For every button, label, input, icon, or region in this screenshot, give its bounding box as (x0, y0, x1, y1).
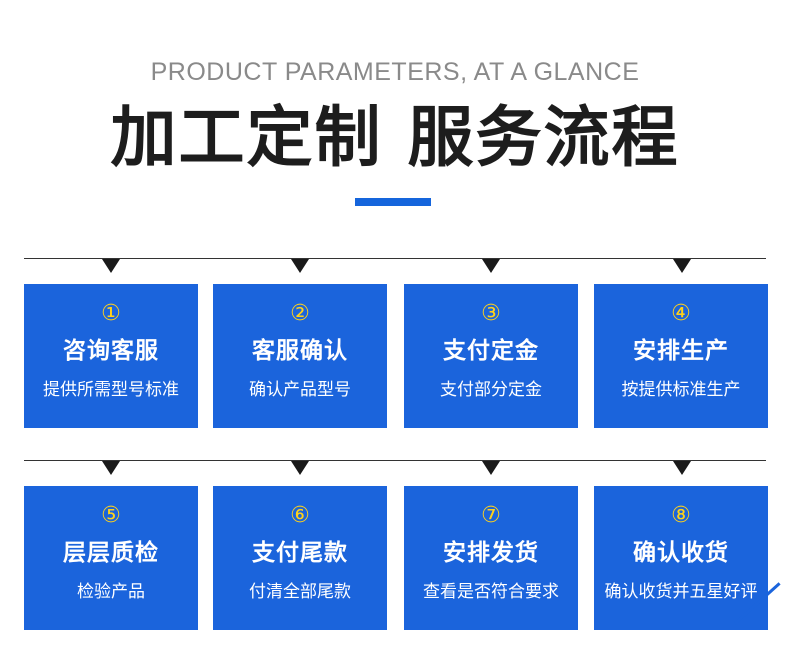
header-subtitle: PRODUCT PARAMETERS, AT A GLANCE (150, 58, 640, 86)
step-description: 确认收货并五星好评 (604, 582, 758, 602)
step-card-3: ③ 支付定金 支付部分定金 (404, 284, 578, 428)
step-title: 层层质检 (63, 540, 159, 566)
step-card-1: ① 咨询客服 提供所需型号标准 (24, 284, 198, 428)
arrow-down-icon (291, 461, 309, 475)
step-number: ① (101, 301, 121, 326)
step-title: 安排发货 (443, 540, 539, 566)
step-title: 支付定金 (443, 338, 539, 364)
title-underline (355, 198, 431, 206)
step-number: ② (290, 301, 310, 326)
arrow-down-icon (102, 259, 120, 273)
row-divider (24, 460, 766, 461)
step-number: ④ (671, 301, 691, 326)
step-number: ⑤ (101, 503, 121, 528)
step-description: 提供所需型号标准 (43, 380, 179, 400)
arrow-down-icon (291, 259, 309, 273)
step-title: 支付尾款 (252, 540, 348, 566)
step-number: ⑦ (481, 503, 501, 528)
step-card-6: ⑥ 支付尾款 付清全部尾款 (213, 486, 387, 630)
step-title: 客服确认 (252, 338, 348, 364)
step-number: ③ (481, 301, 501, 326)
step-number: ⑥ (290, 503, 310, 528)
arrow-down-icon (673, 461, 691, 475)
step-number: ⑧ (671, 503, 691, 528)
step-description: 付清全部尾款 (249, 582, 351, 602)
step-title: 咨询客服 (63, 338, 159, 364)
arrow-down-icon (482, 461, 500, 475)
step-card-4: ④ 安排生产 按提供标准生产 (594, 284, 768, 428)
step-card-5: ⑤ 层层质检 检验产品 (24, 486, 198, 630)
arrow-down-icon (673, 259, 691, 273)
step-card-2: ② 客服确认 确认产品型号 (213, 284, 387, 428)
step-description: 支付部分定金 (440, 380, 542, 400)
row-divider (24, 258, 766, 259)
arrow-down-icon (482, 259, 500, 273)
step-description: 确认产品型号 (249, 380, 351, 400)
step-card-7: ⑦ 安排发货 查看是否符合要求 (404, 486, 578, 630)
step-title: 安排生产 (633, 338, 729, 364)
arrow-down-icon (102, 461, 120, 475)
page-title: 加工定制 服务流程 (110, 99, 680, 176)
step-title: 确认收货 (633, 540, 729, 566)
step-description: 按提供标准生产 (621, 380, 741, 400)
step-description: 检验产品 (77, 582, 145, 602)
step-card-8: ⑧ 确认收货 确认收货并五星好评 (594, 486, 768, 630)
step-description: 查看是否符合要求 (423, 582, 559, 602)
